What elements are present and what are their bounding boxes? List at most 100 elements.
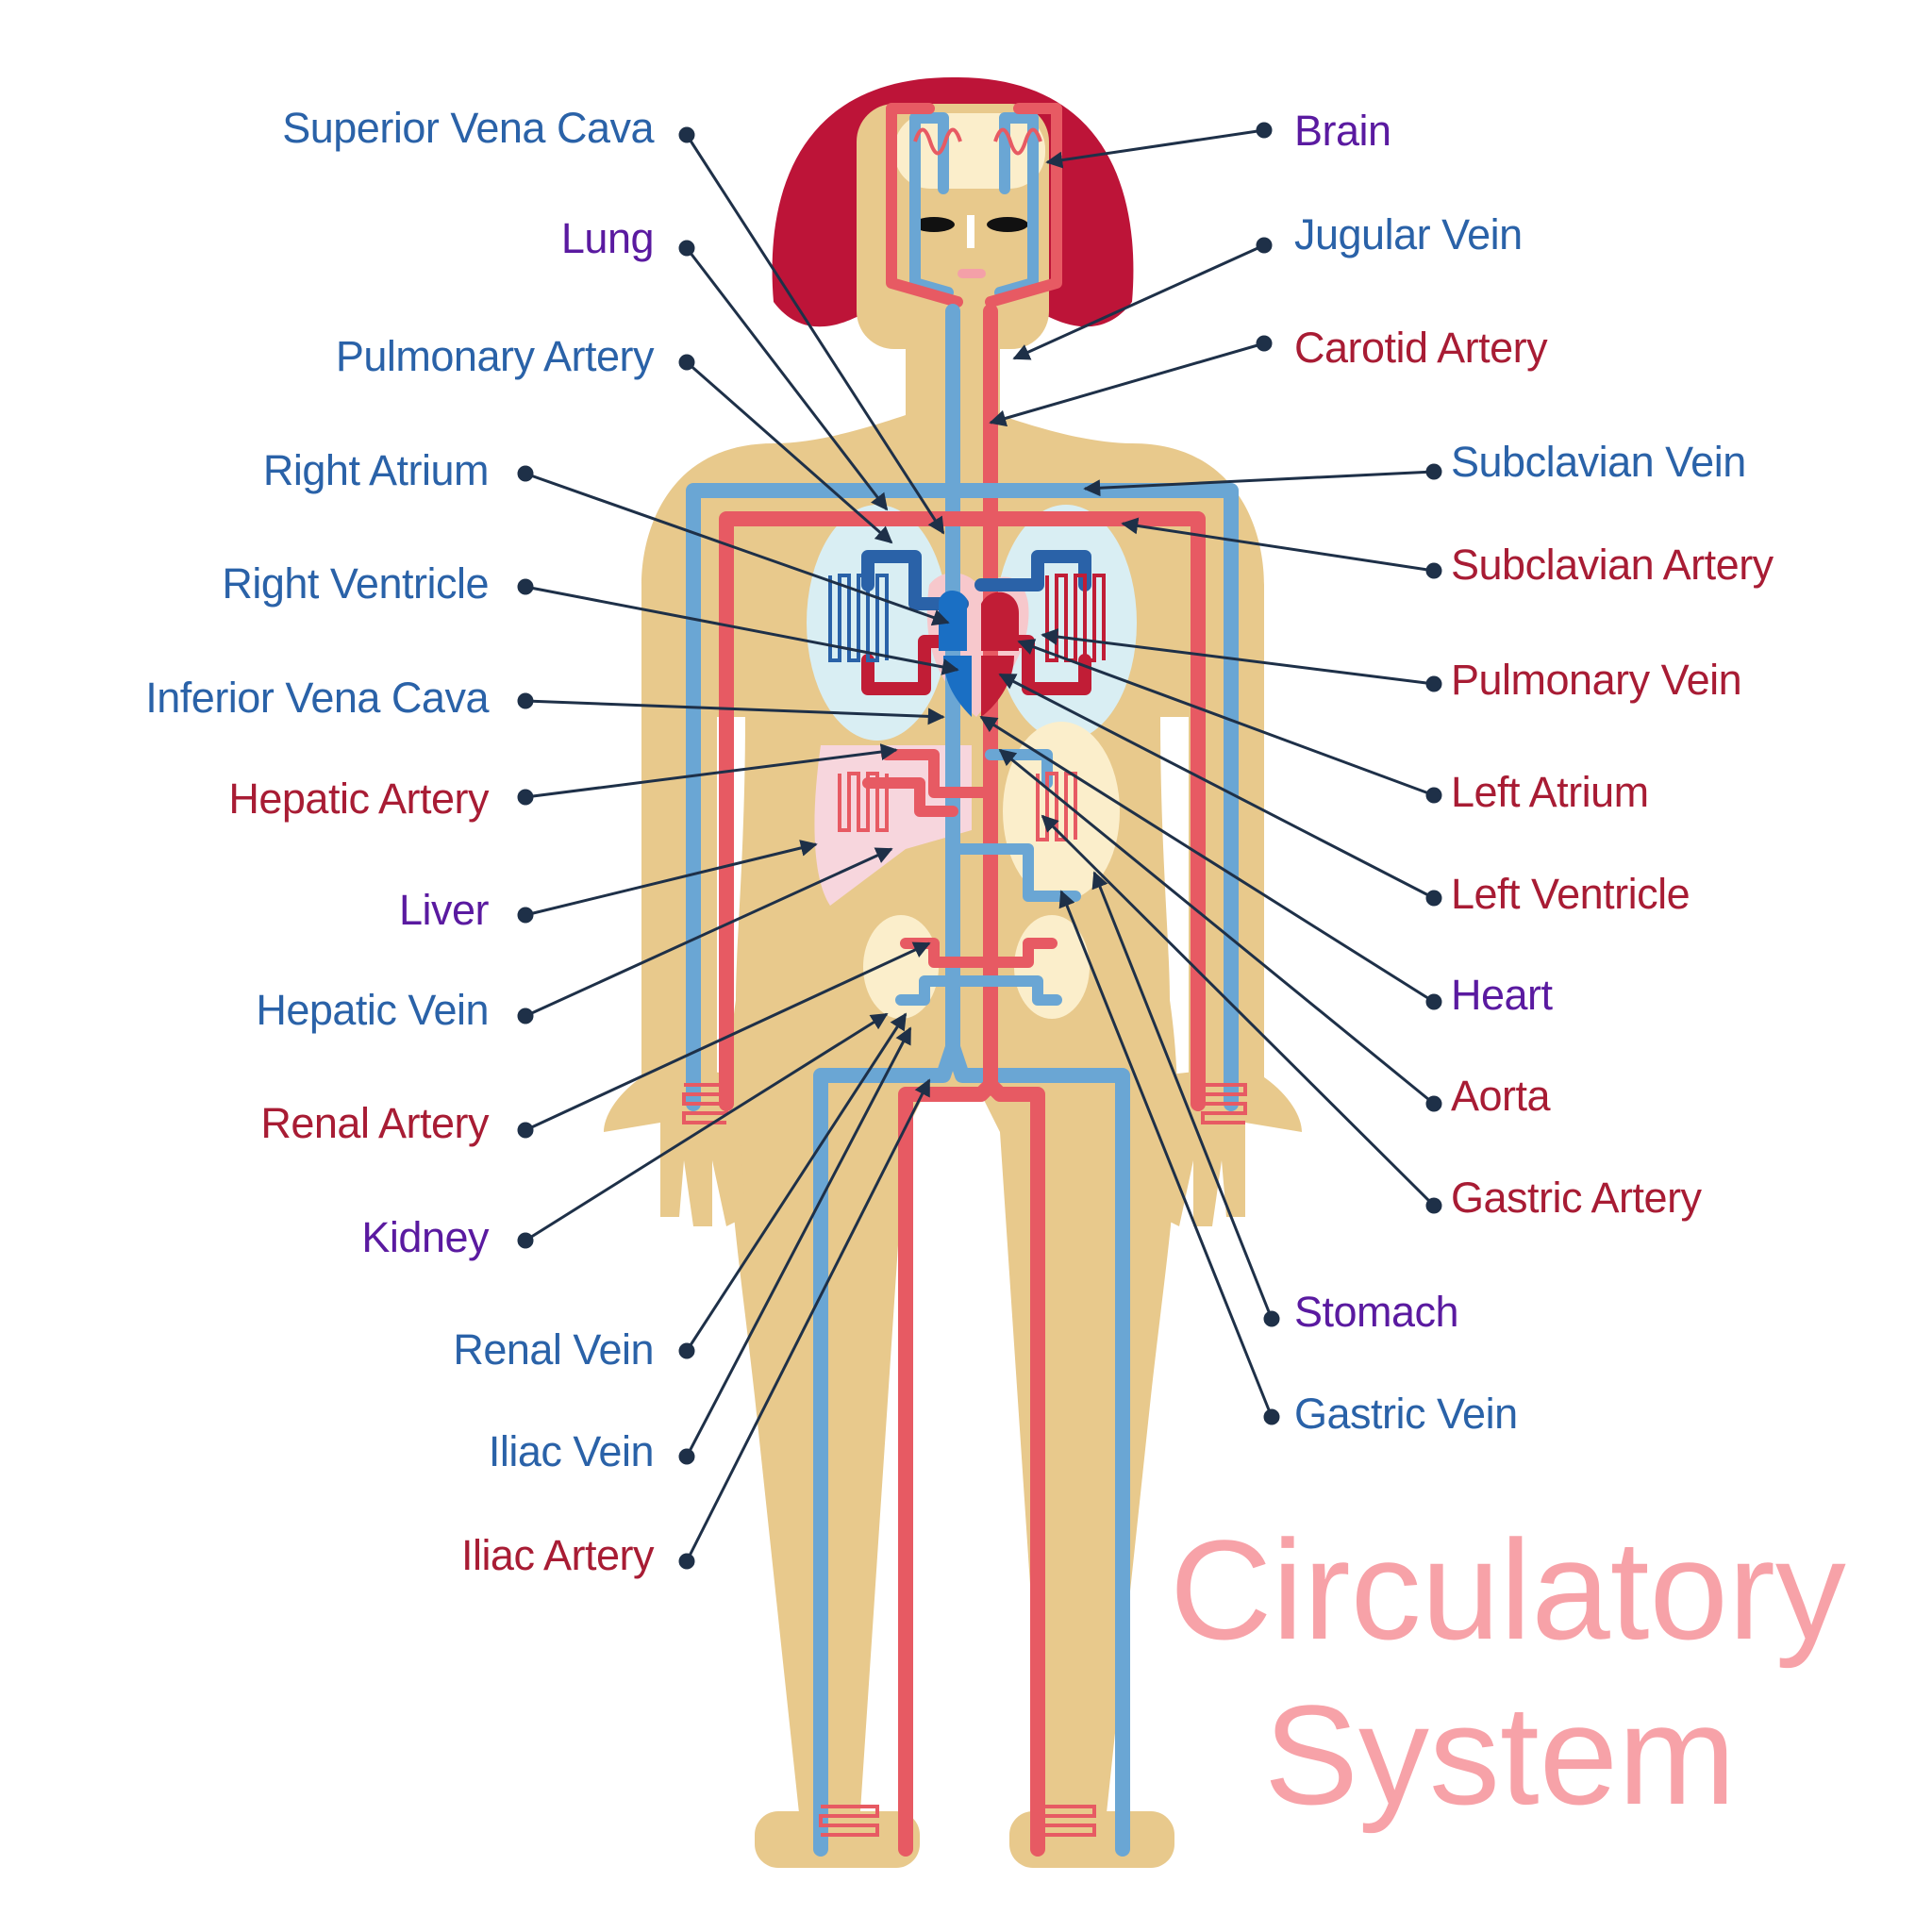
leader-dot-subclavian-artery <box>1425 562 1442 579</box>
pulmonary-artery-vessel <box>861 550 1091 610</box>
leader-line-gastric-vein <box>1058 890 1274 1418</box>
label-gastric-vein: Gastric Vein <box>1294 1390 1518 1438</box>
label-carotid-artery: Carotid Artery <box>1294 324 1548 372</box>
subclavian-artery-vessel <box>719 511 1206 1111</box>
leader-dot-renal-artery <box>517 1122 534 1139</box>
label-kidney: Kidney <box>361 1213 489 1261</box>
label-pulmonary-vein: Pulmonary Vein <box>1451 656 1742 704</box>
leader-dot-stomach <box>1263 1310 1280 1327</box>
leader-line-aorta <box>998 748 1435 1106</box>
label-iliac-artery: Iliac Artery <box>460 1531 655 1579</box>
leader-line-carotid-artery <box>989 341 1265 427</box>
leader-line-iliac-vein <box>685 1026 912 1457</box>
leader-dot-pulmonary-artery <box>678 354 695 371</box>
label-subclavian-artery: Subclavian Artery <box>1451 541 1774 589</box>
lung-capillary-right <box>1045 574 1106 662</box>
left-eye <box>913 217 955 232</box>
leader-line-hepatic-artery <box>525 743 898 799</box>
leader-dot-brain <box>1256 122 1273 139</box>
leader-line-brain <box>1045 128 1265 169</box>
label-brain: Brain <box>1294 107 1391 155</box>
leader-dot-jugular-vein <box>1256 237 1273 254</box>
label-lung: Lung <box>560 214 655 262</box>
label-iliac-vein: Iliac Vein <box>488 1427 655 1475</box>
label-left-ventricle: Left Ventricle <box>1451 870 1690 918</box>
iliac-vein-right <box>945 1040 1130 1857</box>
leader-dot-lung <box>678 240 695 257</box>
leader-line-jugular-vein <box>1012 243 1265 360</box>
foot-capillaries <box>819 1805 1096 1837</box>
liver-capillary <box>838 772 889 832</box>
leader-dot-hepatic-artery <box>517 789 534 806</box>
leader-dot-kidney <box>517 1232 534 1249</box>
leader-line-liver <box>525 840 818 917</box>
leader-dot-hepatic-vein <box>517 1008 534 1024</box>
aorta-vessel <box>898 304 998 1857</box>
leader-dot-left-atrium <box>1425 787 1442 804</box>
leader-dot-iliac-artery <box>678 1553 695 1570</box>
label-inferior-vena-cava: Inferior Vena Cava <box>145 674 489 722</box>
label-gastric-artery: Gastric Artery <box>1451 1174 1702 1222</box>
leader-dot-gastric-vein <box>1263 1408 1280 1425</box>
renal-vein-vessel <box>895 975 1062 1006</box>
title-line-1: Circulatory <box>1170 1510 1846 1669</box>
leader-line-pulmonary-artery <box>686 360 893 544</box>
label-right-ventricle: Right Ventricle <box>222 559 489 608</box>
leader-line-right-atrium <box>525 472 950 626</box>
leader-dot-renal-vein <box>678 1342 695 1359</box>
leader-dot-right-atrium <box>517 465 534 482</box>
label-renal-artery: Renal Artery <box>260 1099 489 1147</box>
label-superior-vena-cava: Superior Vena Cava <box>282 104 654 152</box>
leader-line-iliac-artery <box>685 1078 931 1562</box>
leader-dot-carotid-artery <box>1256 335 1273 352</box>
leader-line-kidney <box>525 1012 889 1242</box>
leader-line-right-ventricle <box>525 585 959 675</box>
left-ventricle-chamber <box>981 656 1014 717</box>
head-artery <box>886 103 1062 308</box>
label-aorta: Aorta <box>1451 1072 1551 1120</box>
hepatic-vessels <box>862 749 996 817</box>
label-right-atrium: Right Atrium <box>262 446 490 494</box>
mouth <box>958 269 986 278</box>
leader-lines <box>517 122 1442 1570</box>
leader-dot-liver <box>517 907 534 924</box>
brain-capillary <box>913 127 1042 156</box>
leader-dot-right-ventricle <box>517 578 534 595</box>
leader-dot-aorta <box>1425 1095 1442 1112</box>
leader-line-subclavian-artery <box>1121 517 1435 573</box>
leader-line-hepatic-vein <box>525 847 893 1018</box>
label-heart: Heart <box>1451 971 1553 1019</box>
vena-cava <box>813 304 960 1857</box>
label-hepatic-artery: Hepatic Artery <box>228 774 489 823</box>
leader-dot-pulmonary-vein <box>1425 675 1442 692</box>
leader-line-left-atrium <box>1017 639 1435 797</box>
leader-line-inferior-vena-cava <box>525 699 945 725</box>
right-atrium-chamber <box>939 590 967 651</box>
left-foot <box>755 1811 920 1868</box>
label-stomach: Stomach <box>1294 1288 1459 1336</box>
label-subclavian-vein: Subclavian Vein <box>1451 438 1746 486</box>
iliac-artery-right <box>983 1077 1045 1857</box>
leader-line-renal-vein <box>685 1012 908 1352</box>
subclavian-vein-vessel <box>686 483 1239 1111</box>
leader-line-left-ventricle <box>998 673 1435 900</box>
leader-line-lung <box>685 247 889 511</box>
leader-line-stomach <box>1091 871 1274 1320</box>
heart-chambers <box>939 590 1019 717</box>
leader-dot-subclavian-vein <box>1425 463 1442 480</box>
title-line-2: System <box>1263 1675 1737 1834</box>
leader-dot-gastric-artery <box>1425 1197 1442 1214</box>
label-renal-vein: Renal Vein <box>453 1325 654 1374</box>
leader-dot-left-ventricle <box>1425 890 1442 907</box>
leader-line-heart <box>979 715 1435 1004</box>
leader-dot-inferior-vena-cava <box>517 692 534 709</box>
leader-dot-iliac-vein <box>678 1448 695 1465</box>
leader-line-superior-vena-cava <box>685 134 945 535</box>
leader-line-renal-artery <box>525 941 931 1132</box>
leader-dot-superior-vena-cava <box>678 126 695 143</box>
left-atrium-chamber <box>981 591 1019 651</box>
label-jugular-vein: Jugular Vein <box>1294 210 1523 258</box>
leader-dot-heart <box>1425 993 1442 1010</box>
label-left-atrium: Left Atrium <box>1451 768 1649 816</box>
